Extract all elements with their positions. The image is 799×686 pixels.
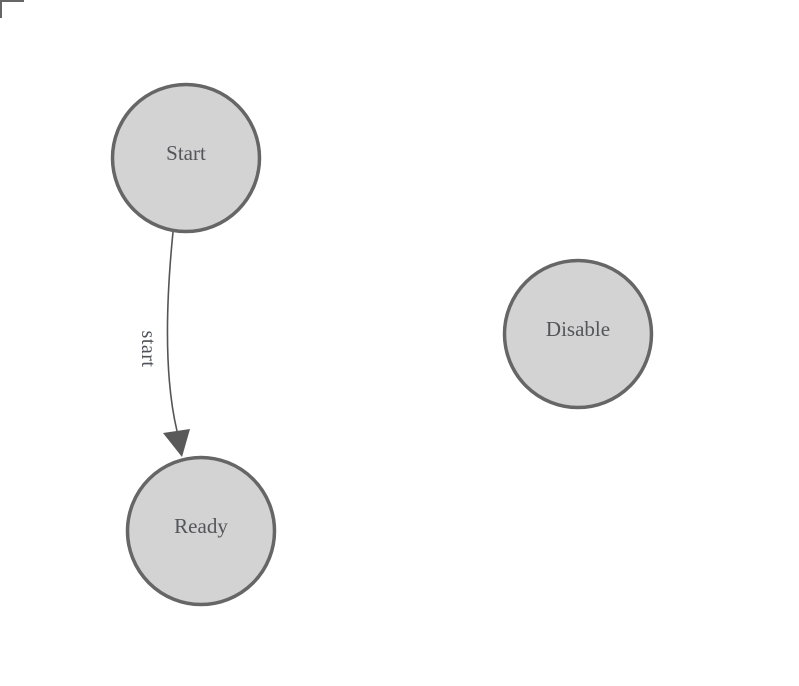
node-start-circle[interactable]: [110, 82, 262, 234]
canvas-origin-corner-icon: [0, 0, 24, 18]
edge-label-start: start: [137, 331, 159, 368]
node-disable-label: Disable: [546, 317, 610, 341]
node-disable-circle[interactable]: [502, 258, 654, 410]
edge-start-to-ready[interactable]: start: [137, 231, 190, 457]
arrowhead-icon: [163, 429, 190, 457]
node-ready[interactable]: Ready: [125, 455, 277, 607]
node-start[interactable]: Start: [110, 82, 262, 234]
node-ready-circle[interactable]: [125, 455, 277, 607]
node-ready-label: Ready: [174, 514, 228, 538]
node-disable[interactable]: Disable: [502, 258, 654, 410]
edge-line[interactable]: [166, 231, 178, 432]
node-start-label: Start: [166, 141, 206, 165]
